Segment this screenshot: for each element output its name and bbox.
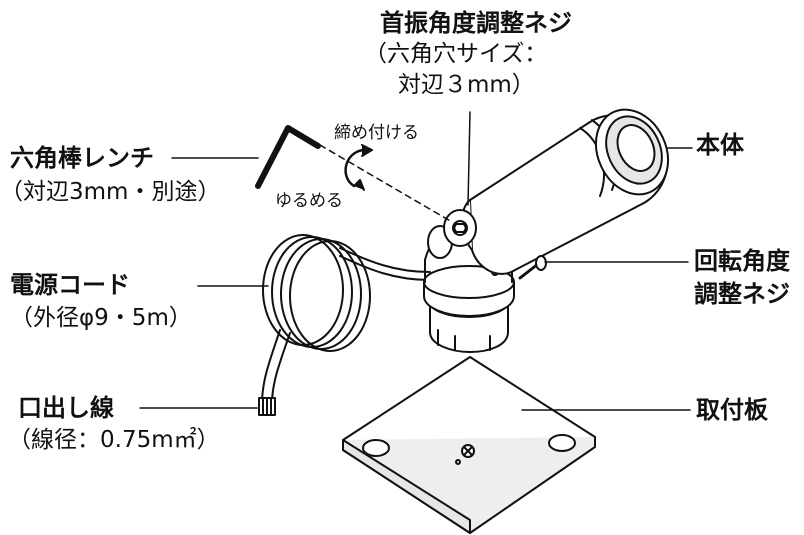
rotation-screw-label-1: 回転角度 (694, 247, 790, 275)
camera-body-shape (461, 108, 669, 275)
rotation-arrows-shape (344, 144, 373, 191)
mounting-plate-label: 取付板 (696, 396, 768, 424)
neck-screw-shape (443, 209, 477, 247)
leader-lines (139, 111, 693, 411)
tighten-label: 締め付ける (334, 123, 419, 143)
lead-wire-title: 口出し線 (18, 394, 114, 422)
rotation-screw-label-2: 調整ネジ (694, 280, 790, 308)
rotation-screw-shape (518, 255, 547, 280)
mounting-plate-shape (342, 356, 596, 534)
lead-wire-note: （線径：0.75m㎡） (8, 427, 220, 453)
neck-screw-note-1: （六角穴サイズ： (364, 41, 548, 67)
neck-screw-note-2: 対辺３mm） (398, 72, 535, 98)
axis-dashed-line (319, 144, 453, 223)
power-cord-note: （外径φ9・5m） (10, 305, 192, 331)
loosen-label: ゆるめる (275, 191, 343, 211)
neck-screw-title: 首振角度調整ネジ (380, 9, 572, 37)
body-label: 本体 (696, 131, 744, 159)
hex-wrench-shape (255, 125, 321, 189)
hex-wrench-title: 六角棒レンチ (10, 144, 154, 172)
power-cord-title: 電源コード (10, 271, 130, 299)
power-cord-shape (258, 234, 431, 416)
hex-wrench-note: （対辺3mm・別途） (0, 179, 221, 205)
